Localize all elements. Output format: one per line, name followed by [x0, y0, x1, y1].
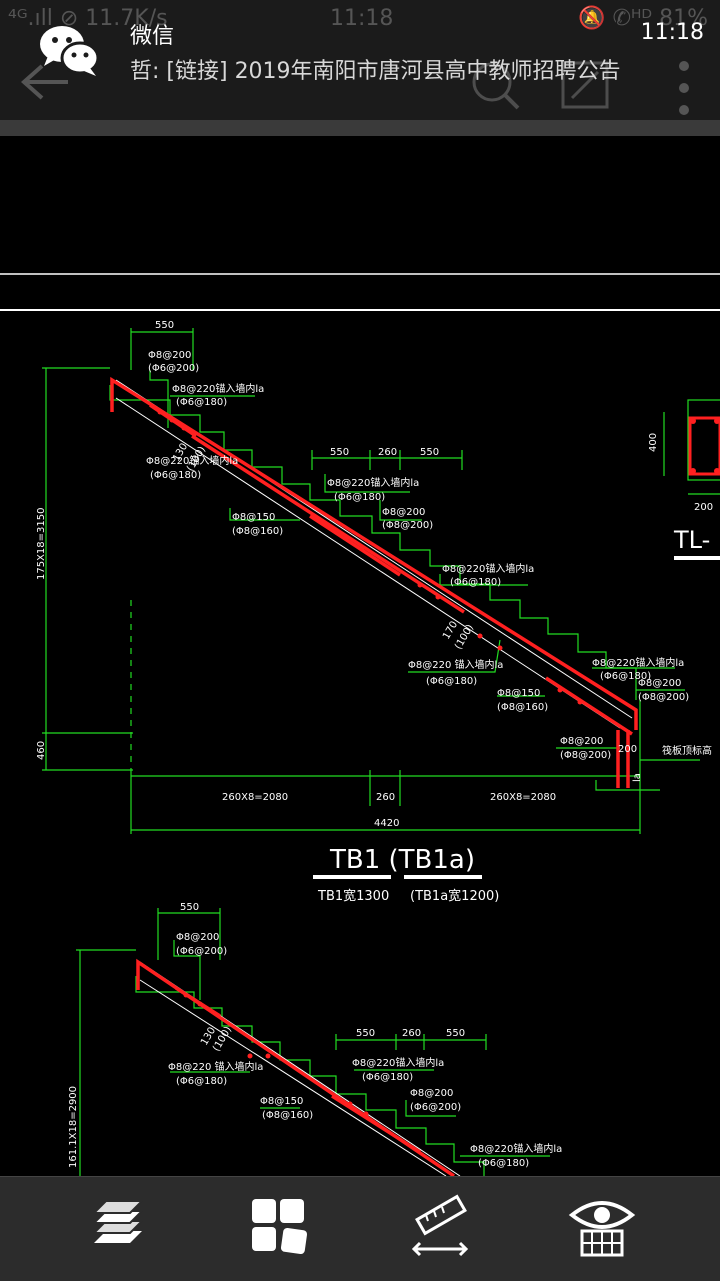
svg-text:Φ8@200: Φ8@200 — [410, 1088, 453, 1099]
svg-text:Φ8@220锚入墙内la: Φ8@220锚入墙内la — [172, 382, 264, 395]
svg-text:(Φ6@180): (Φ6@180) — [150, 470, 201, 481]
svg-text:(Φ6@200): (Φ6@200) — [176, 946, 227, 957]
svg-text:(Φ8@200): (Φ8@200) — [638, 692, 689, 703]
layers-icon[interactable] — [82, 1193, 154, 1265]
wechat-notification[interactable]: 微信 11:18 哲: [链接] 2019年南阳市唐河县高中教师招聘公告 — [0, 0, 720, 120]
svg-text:(Φ6@200): (Φ6@200) — [410, 1102, 461, 1113]
fullscreen-icon[interactable] — [560, 60, 610, 110]
bottom-toolbar — [0, 1176, 720, 1281]
svg-text:Φ8@200: Φ8@200 — [638, 678, 681, 689]
svg-text:Φ8@220锚入墙内la: Φ8@220锚入墙内la — [470, 1142, 562, 1155]
svg-text:(TB1a宽1200): (TB1a宽1200) — [410, 888, 499, 904]
svg-text:260: 260 — [378, 447, 397, 458]
svg-text:TL-: TL- — [673, 526, 710, 554]
svg-text:550: 550 — [180, 902, 199, 913]
svg-text:(Φ8@160): (Φ8@160) — [262, 1110, 313, 1121]
viewer-toolbar — [0, 40, 720, 120]
svg-text:550: 550 — [330, 447, 349, 458]
svg-text:Φ8@150: Φ8@150 — [497, 688, 540, 699]
svg-text:(Φ6@200): (Φ6@200) — [148, 363, 199, 374]
svg-text:161.1X18=2900: 161.1X18=2900 — [68, 1086, 79, 1168]
drawing-title: TB1 (TB1a) — [329, 845, 475, 875]
svg-text:(Φ8@200): (Φ8@200) — [560, 750, 611, 761]
svg-text:550: 550 — [446, 1028, 465, 1039]
measure-icon[interactable] — [404, 1193, 476, 1265]
svg-text:200: 200 — [618, 744, 637, 755]
layout-icon[interactable] — [242, 1193, 314, 1265]
svg-text:(Φ8@160): (Φ8@160) — [497, 702, 548, 713]
svg-text:4420: 4420 — [374, 818, 399, 829]
svg-text:(Φ8@200): (Φ8@200) — [382, 520, 433, 531]
status-left: ⁴ᴳ.ıll ⊘ 11.7K/s — [8, 6, 168, 31]
zoom-fit-icon[interactable] — [470, 60, 520, 110]
notification-message: 哲: [链接] 2019年南阳市唐河县高中教师招聘公告 — [130, 59, 621, 84]
svg-text:Φ8@220锚入墙内la: Φ8@220锚入墙内la — [146, 454, 238, 467]
svg-text:Φ8@200: Φ8@200 — [382, 507, 425, 518]
svg-text:Φ8@150: Φ8@150 — [232, 512, 275, 523]
svg-text:260: 260 — [402, 1028, 421, 1039]
svg-text:TB1宽1300: TB1宽1300 — [317, 888, 389, 904]
svg-text:550: 550 — [356, 1028, 375, 1039]
svg-text:550: 550 — [155, 320, 174, 331]
svg-text:Φ8@150: Φ8@150 — [260, 1096, 303, 1107]
svg-text:(Φ6@180): (Φ6@180) — [478, 1158, 529, 1169]
svg-text:Φ8@200: Φ8@200 — [148, 350, 191, 361]
svg-text:(Φ6@180): (Φ6@180) — [176, 1076, 227, 1087]
svg-text:la: la — [632, 773, 643, 782]
svg-text:(Φ6@180): (Φ6@180) — [600, 671, 651, 682]
svg-text:(Φ6@180): (Φ6@180) — [450, 577, 501, 588]
svg-text:550: 550 — [420, 447, 439, 458]
svg-text:260: 260 — [376, 792, 395, 803]
notification-app-name: 微信 — [130, 24, 175, 49]
svg-text:Φ8@220锚入墙内la: Φ8@220锚入墙内la — [592, 656, 684, 669]
back-arrow-icon[interactable] — [18, 62, 70, 102]
svg-text:Φ8@220 锚入墙内la: Φ8@220 锚入墙内la — [168, 1060, 263, 1073]
svg-text:(Φ6@180): (Φ6@180) — [426, 676, 477, 687]
svg-text:260X8=2080: 260X8=2080 — [222, 792, 288, 803]
status-bar: ⁴ᴳ.ıll ⊘ 11.7K/s 11:18 🔕 ✆ᴴᴰ 81% — [0, 0, 720, 40]
svg-text:400: 400 — [648, 433, 659, 452]
eye-icon[interactable] — [566, 1193, 638, 1265]
status-time: 11:18 — [330, 6, 394, 31]
notification-time: 11:18 — [640, 20, 704, 45]
status-right: 🔕 ✆ᴴᴰ 81% — [578, 6, 708, 31]
cad-drawing-canvas[interactable]: 550 550 260 550 260X8=2080 260 260X8=208… — [0, 136, 720, 1178]
svg-text:200: 200 — [694, 502, 713, 513]
svg-text:Φ8@220 锚入墙内la: Φ8@220 锚入墙内la — [408, 658, 503, 671]
svg-text:175X18=3150: 175X18=3150 — [36, 508, 47, 581]
svg-text:Φ8@200: Φ8@200 — [176, 932, 219, 943]
wechat-icon — [40, 26, 100, 76]
svg-text:Φ8@220锚入墙内la: Φ8@220锚入墙内la — [352, 1056, 444, 1069]
svg-text:Φ8@200: Φ8@200 — [560, 736, 603, 747]
stair-drawing: 550 550 260 550 260X8=2080 260 260X8=208… — [0, 273, 720, 1178]
svg-text:筏板顶标高: 筏板顶标高 — [662, 744, 712, 757]
svg-text:(Φ6@180): (Φ6@180) — [334, 492, 385, 503]
svg-text:(Φ6@180): (Φ6@180) — [362, 1072, 413, 1083]
svg-text:260X8=2080: 260X8=2080 — [490, 792, 556, 803]
svg-text:Φ8@220锚入墙内la: Φ8@220锚入墙内la — [442, 562, 534, 575]
toolbar-divider — [0, 120, 720, 136]
more-icon[interactable] — [678, 60, 690, 116]
svg-text:(Φ8@160): (Φ8@160) — [232, 526, 283, 537]
svg-text:(Φ6@180): (Φ6@180) — [176, 397, 227, 408]
svg-text:460: 460 — [36, 741, 47, 760]
svg-text:Φ8@220锚入墙内la: Φ8@220锚入墙内la — [327, 476, 419, 489]
